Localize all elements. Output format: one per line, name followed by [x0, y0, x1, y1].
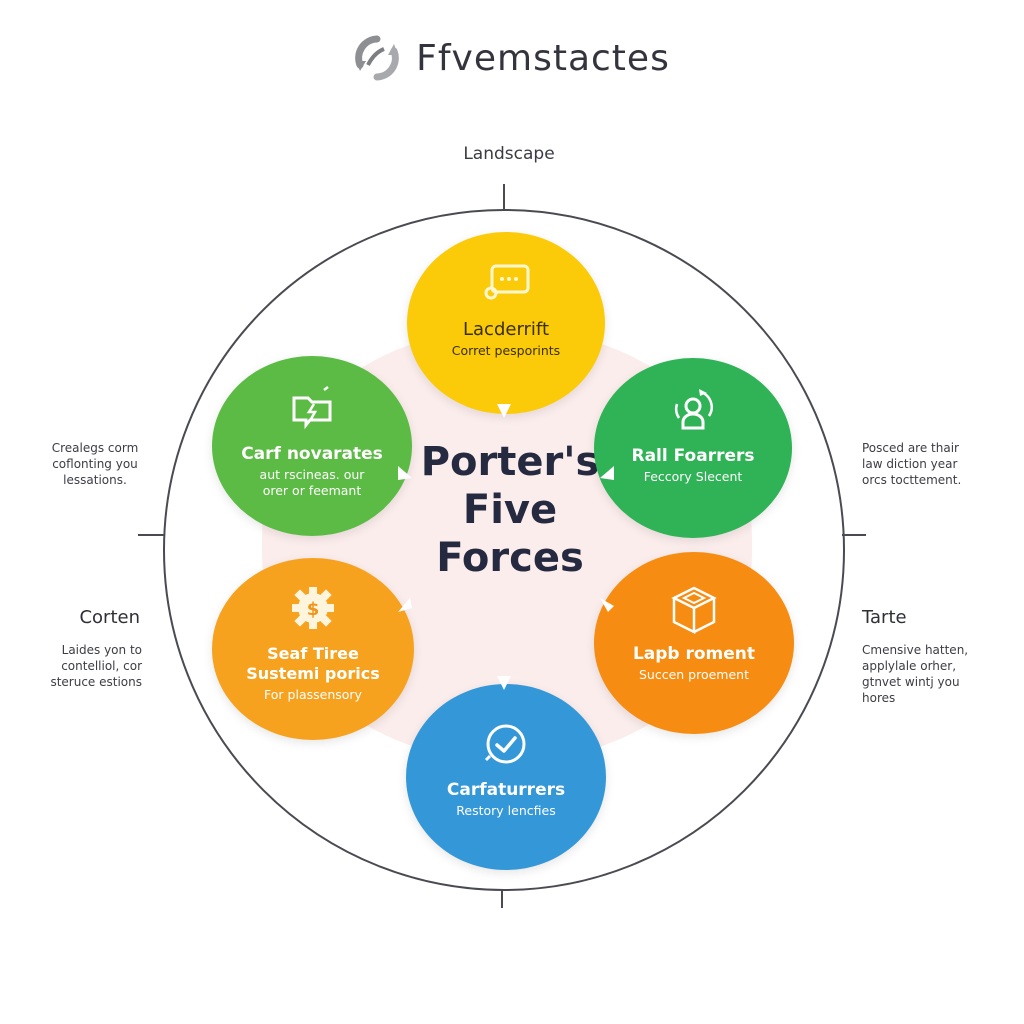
force-node-upper-right[interactable]: Rall Foarrers Feccory Slecent — [594, 358, 792, 538]
app-title: Ffvemstactes — [416, 37, 670, 79]
gear-dollar-icon: $ — [292, 587, 334, 629]
svg-text:$: $ — [307, 599, 320, 620]
box-icon — [671, 586, 717, 635]
force-node-upper-right-sub: Feccory Slecent — [643, 469, 743, 484]
side-note-right-upper: Posced are thair law diction year orcs t… — [862, 441, 962, 487]
force-node-lower-left-sub: For plassensory — [264, 687, 362, 702]
landscape-label: Landscape — [463, 144, 555, 164]
center-title-line-2: Five — [462, 487, 558, 533]
center-title: Porter's Five Forces — [410, 438, 610, 582]
force-node-upper-left-sub: aut rscineas. our orer or feemant — [259, 467, 365, 498]
force-node-upper-left-label: Carf novarates — [241, 444, 383, 464]
center-title-line-3: Forces — [436, 535, 584, 581]
force-node-lower-left-label: Seaf Tiree Sustemi porics — [246, 644, 380, 683]
side-note-left-lower: Laides yon to contelliol, cor steruce es… — [50, 643, 142, 689]
force-node-bottom[interactable]: Carfaturrers Restory lencfies — [406, 684, 606, 870]
side-note-right-lower-title: Tarte — [862, 607, 907, 628]
header: Ffvemstactes — [0, 30, 1024, 86]
force-node-lower-right-sub: Succen proement — [638, 667, 750, 682]
side-note-left-upper: Crealegs corm coflonting you lessations. — [51, 441, 139, 487]
center-title-line-1: Porter's — [420, 439, 600, 485]
force-node-bottom-sub: Restory lencfies — [456, 803, 556, 818]
force-node-lower-left[interactable]: $ Seaf Tiree Sustemi porics For plassens… — [212, 558, 414, 740]
side-note-right-lower: Cmensive hatten, applylale orher, gtnvet… — [862, 643, 969, 705]
folder-bolt-icon — [292, 386, 332, 430]
side-note-left-lower-title: Corten — [79, 607, 140, 628]
check-circle-icon — [484, 724, 526, 764]
force-node-top[interactable]: Lacderrift Corret pesporints — [407, 232, 605, 414]
user-cycle-icon — [674, 389, 713, 430]
force-node-upper-right-label: Rall Foarrers — [631, 446, 755, 466]
force-node-lower-right[interactable]: Lapb roment Succen proement — [594, 552, 794, 734]
chat-window-icon — [484, 264, 530, 300]
force-node-upper-left[interactable]: Carf novarates aut rscineas. our orer or… — [212, 356, 412, 536]
force-node-top-sub: Corret pesporints — [451, 343, 561, 358]
force-node-top-label: Lacderrift — [462, 319, 550, 340]
circular-arrows-logo-icon — [355, 35, 399, 81]
force-node-lower-right-label: Lapb roment — [632, 644, 756, 664]
force-node-bottom-label: Carfaturrers — [446, 780, 566, 800]
